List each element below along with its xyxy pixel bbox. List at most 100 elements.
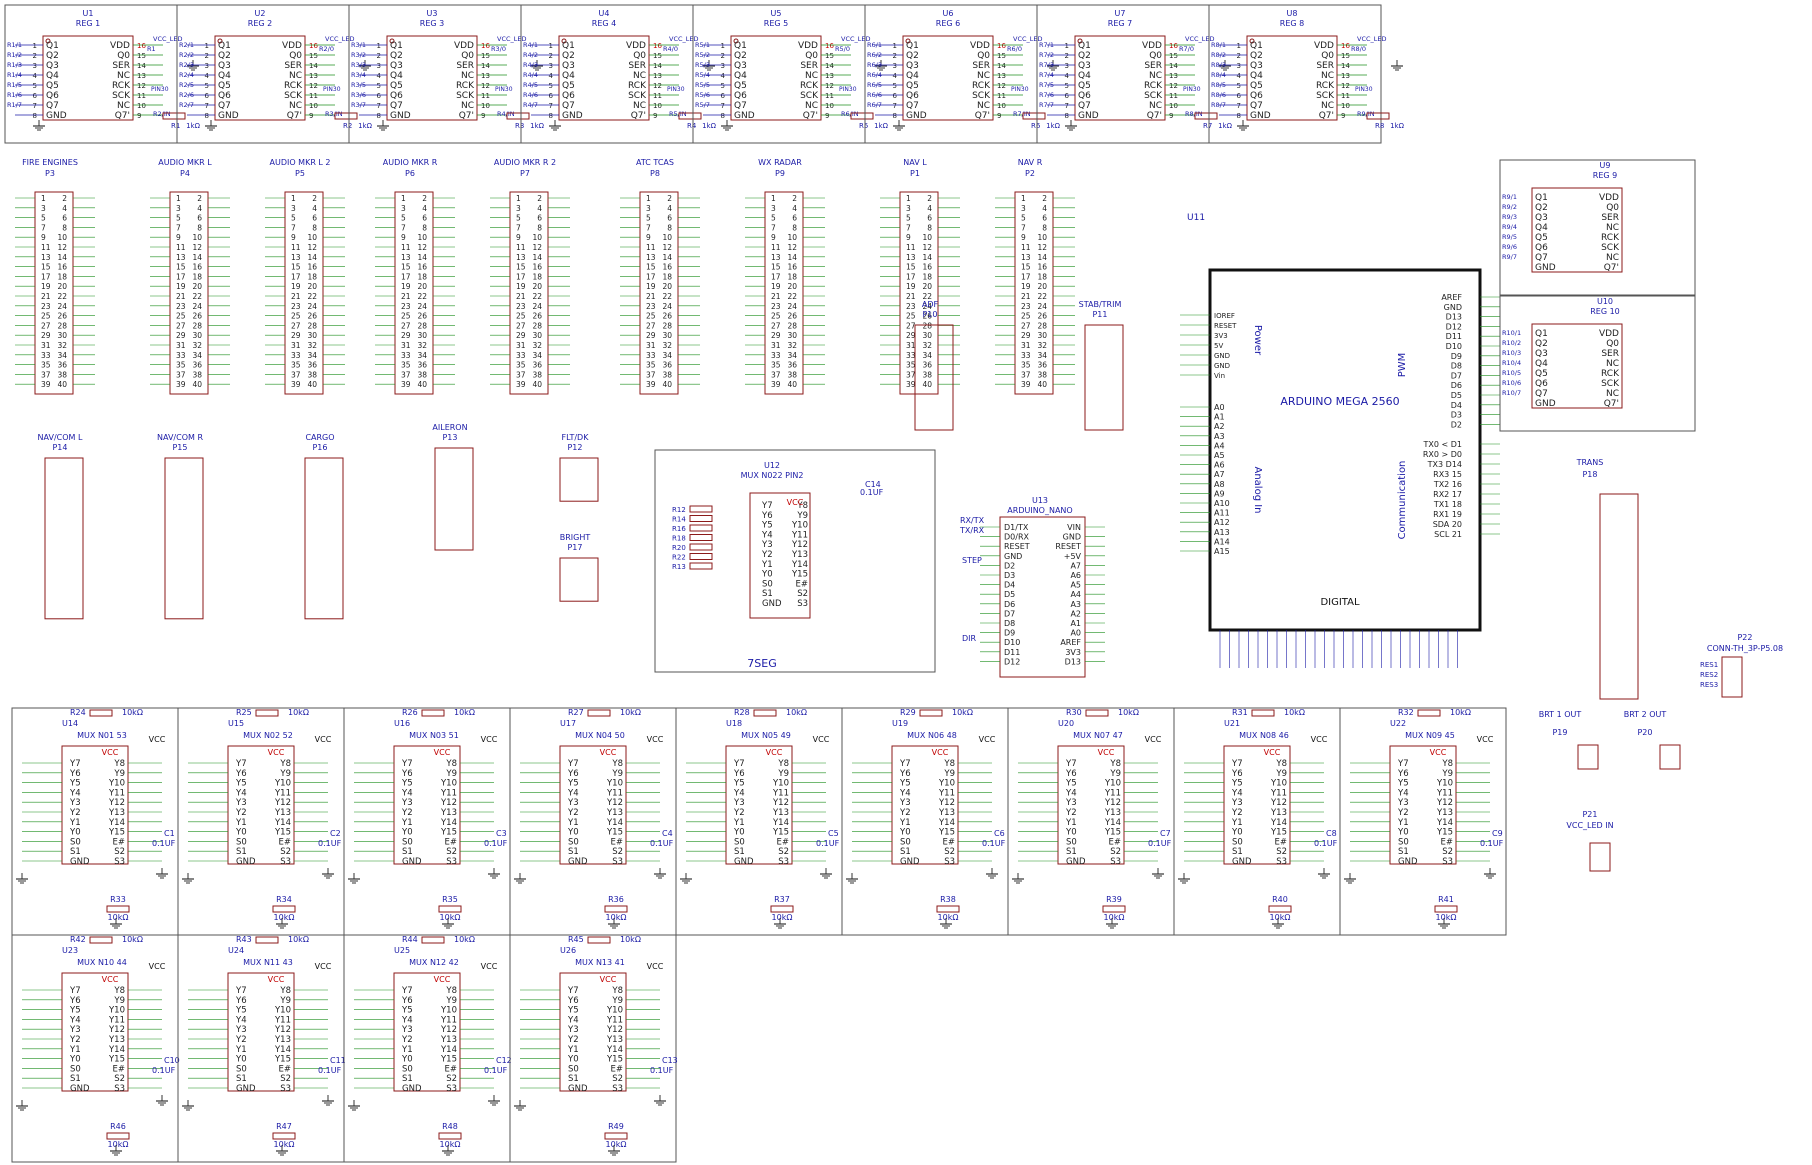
reg-body: [1246, 35, 1338, 121]
pin-num: 14: [1341, 62, 1350, 70]
reg-pin-l: Q6: [1535, 379, 1548, 389]
pin-num: 6: [205, 92, 210, 100]
cap-val: 0.1UF: [484, 839, 508, 848]
resistor: [689, 562, 713, 570]
reg-pin-r: Q0: [1321, 51, 1334, 61]
mux-pin: S2: [1442, 847, 1453, 857]
header-body: [764, 191, 804, 395]
mux-pin: Y12: [938, 798, 955, 808]
pin-num: 40: [787, 380, 797, 389]
mega-digital: DIGITAL: [1320, 597, 1360, 608]
mux-pin: Y11: [606, 788, 623, 798]
reg-body: [1074, 35, 1166, 121]
mux-pin: Y6: [1065, 769, 1077, 779]
pin-num: 6: [62, 214, 67, 223]
mega-ref: U11: [1187, 213, 1205, 223]
pin-num: 9: [771, 233, 776, 242]
pin-num: 13: [1341, 72, 1350, 80]
pin-num: 34: [662, 351, 672, 360]
res-val: 10kΩ: [122, 935, 143, 944]
pin-num: 17: [291, 272, 301, 281]
cap-val: 0.1UF: [982, 839, 1006, 848]
reg-pin-r: NC: [1606, 389, 1619, 399]
mux-pin: Y8: [113, 986, 125, 996]
pin-num: 7: [1021, 223, 1026, 232]
vcc-label: VCC: [434, 975, 451, 984]
pin-num: 7: [291, 223, 296, 232]
header-ref: P13: [442, 433, 457, 442]
pin-num: 39: [41, 380, 51, 389]
header-name: NAV L: [903, 158, 927, 167]
conn-body: [1659, 744, 1681, 770]
reg-pin-r: Q0: [117, 51, 130, 61]
mux-pin: Y14: [772, 818, 789, 828]
mux-pin: S2: [114, 847, 125, 857]
header-ref: P11: [1092, 310, 1107, 319]
pin-num: 30: [922, 331, 932, 340]
mega-pin: RX0 > D0: [1423, 450, 1462, 459]
pin-num: 31: [516, 341, 526, 350]
mux-pin: Y7: [69, 986, 81, 996]
mux-pin: Y12: [791, 540, 808, 550]
res-val: 1kΩ: [358, 122, 373, 130]
mux-pin: Y12: [440, 798, 457, 808]
mux-name: MUX N12 42: [409, 958, 459, 967]
pin-num: 12: [653, 82, 662, 90]
mega-pin: TX3 D14: [1427, 460, 1462, 469]
pin-num: 16: [192, 263, 202, 272]
pin-num: 30: [532, 331, 542, 340]
mux-pin: Y14: [274, 818, 291, 828]
net-label: R2/5: [179, 81, 194, 89]
pin-num: 5: [401, 214, 406, 223]
net-label: R6/0: [1007, 45, 1022, 53]
pin-num: 2: [205, 52, 209, 60]
pin1-marker: [217, 38, 223, 44]
mux-pin: Y9: [113, 996, 125, 1006]
mux-pin: Y8: [611, 759, 623, 769]
mux-pin: Y3: [401, 798, 413, 808]
pin-num: 15: [1021, 263, 1031, 272]
pin-num: 12: [307, 243, 317, 252]
reg-name: REG 1: [76, 19, 100, 28]
pin-num: 40: [417, 380, 427, 389]
pin-num: 26: [57, 312, 67, 321]
pin-num: 13: [771, 253, 781, 262]
reg-pin-r: SER: [800, 61, 818, 71]
pin-num: 8: [205, 112, 209, 120]
pin-num: 17: [176, 272, 186, 281]
pin-num: 2: [721, 52, 725, 60]
res-ref: R29: [900, 708, 916, 717]
resistor: [255, 936, 279, 944]
mux-pin: Y5: [235, 779, 247, 789]
reg-pin-l: GND: [218, 111, 239, 121]
mux-pin: S3: [797, 599, 808, 609]
res-ref: R13: [672, 563, 686, 571]
pin-num: 35: [291, 361, 301, 370]
cap-ref: C4: [662, 829, 673, 838]
pin-num: 8: [1065, 112, 1069, 120]
nano-name: ARDUINO_NANO: [1007, 506, 1072, 515]
pin-num: 26: [417, 312, 427, 321]
pin-num: 9: [481, 112, 485, 120]
mux-pin: S0: [734, 837, 745, 847]
pin-num: 22: [532, 292, 542, 301]
pin-num: 21: [401, 292, 411, 301]
mux-pin: S1: [402, 847, 413, 857]
mux-pin: Y11: [606, 1015, 623, 1025]
pin-num: 23: [906, 302, 916, 311]
mux-pin: Y8: [445, 986, 457, 996]
mux-pin: Y11: [274, 1015, 291, 1025]
reg-pin-l: Q3: [1078, 61, 1091, 71]
reg-pin-l: Q4: [1535, 223, 1548, 233]
vcc-label: VCC: [1264, 748, 1281, 757]
pin-num: 25: [646, 312, 656, 321]
mux-pin: Y3: [567, 798, 579, 808]
resistor: [272, 1132, 296, 1140]
pin-num: 13: [41, 253, 51, 262]
conn-name: CONN-TH_3P-P5.08: [1707, 644, 1783, 653]
pin-num: 15: [771, 263, 781, 272]
reg-pin-r: RCK: [1601, 233, 1620, 243]
reg-body: [1531, 323, 1623, 409]
pin-num: 14: [307, 253, 317, 262]
